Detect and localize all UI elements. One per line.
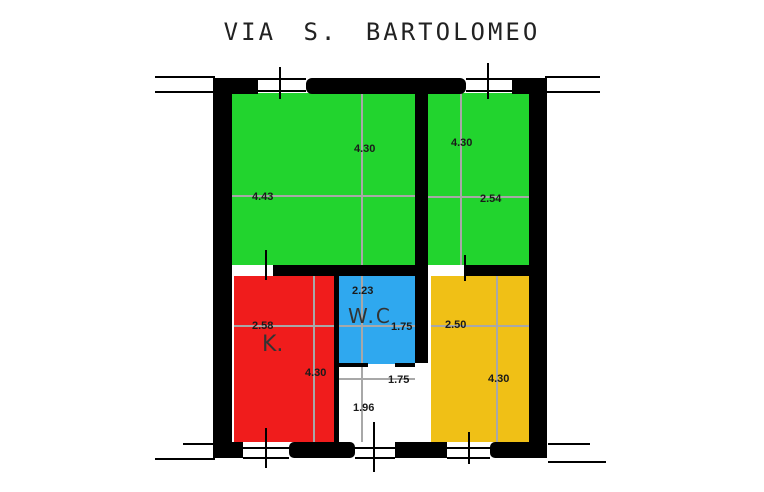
dim-label: 4.30: [354, 143, 376, 155]
dim-label: 2.23: [352, 285, 374, 297]
dim-label: 1.75: [388, 374, 410, 386]
dim-label: 4.30: [488, 373, 510, 385]
tick-mark: [265, 250, 267, 280]
room-wc: [338, 276, 415, 364]
gridline: [431, 325, 529, 327]
gridline: [232, 195, 415, 197]
room-kitchen: [234, 276, 336, 442]
wall-kitchen-hall: [334, 276, 339, 442]
dim-label: 2.58: [252, 320, 274, 332]
gridline: [496, 276, 498, 442]
wall-right-outer: [529, 78, 547, 458]
dim-label: 1.75: [391, 321, 413, 333]
wall-bottom-mid-right: [395, 442, 447, 458]
wall-left-outer: [213, 78, 232, 458]
window-top-left: [258, 78, 306, 92]
room-bedroom: [431, 276, 529, 442]
tick-mark: [468, 432, 470, 464]
gridline: [313, 276, 315, 442]
wall-bottom-mid-left: [289, 442, 355, 458]
dim-label: 4.30: [451, 137, 473, 149]
street-line-top-left: [155, 76, 215, 78]
tick-mark: [487, 63, 489, 99]
street-line-bottom-right: [548, 443, 590, 445]
dim-label: 2.50: [445, 319, 467, 331]
wall-mid-horizontal-left: [273, 265, 428, 276]
wall-wc-bottom-right: [395, 363, 415, 367]
room-living-right: [428, 93, 529, 265]
dim-label: 1.96: [353, 402, 375, 414]
wall-top-middle: [306, 78, 466, 94]
dim-label: 4.30: [305, 367, 327, 379]
tick-mark: [464, 255, 466, 281]
wall-wc-bottom: [338, 363, 368, 367]
room-living-left: [232, 93, 415, 265]
street-line-bottom-left-2: [155, 458, 215, 460]
street-line-bottom-right-2: [548, 461, 606, 463]
gridline: [338, 378, 415, 380]
tick-mark: [373, 422, 375, 472]
gridline: [361, 276, 363, 442]
gridline: [361, 93, 363, 265]
window-bottom-mid: [355, 447, 395, 459]
gridline: [234, 325, 415, 327]
wall-bottom-right: [490, 442, 547, 458]
wc-label: W.C: [348, 304, 392, 328]
wall-bottom-left: [213, 442, 243, 458]
tick-mark: [265, 428, 267, 468]
wall-mid-horizontal-right: [466, 265, 529, 276]
wall-center-vertical: [415, 93, 428, 363]
gridline: [460, 93, 462, 265]
street-line-top-right: [545, 76, 600, 78]
kitchen-label: K.: [262, 332, 284, 357]
tick-mark: [279, 67, 281, 99]
dim-label: 4.43: [252, 191, 274, 203]
window-top-right: [466, 78, 512, 92]
room-hall: [338, 368, 415, 442]
street-line-top-left-2: [155, 91, 215, 93]
gridline: [428, 196, 529, 198]
street-line-bottom-left: [183, 443, 218, 445]
street-name-title: VIA S. BARTOLOMEO: [223, 18, 541, 46]
dim-label: 2.54: [480, 193, 502, 205]
street-line-top-right-2: [545, 91, 600, 93]
